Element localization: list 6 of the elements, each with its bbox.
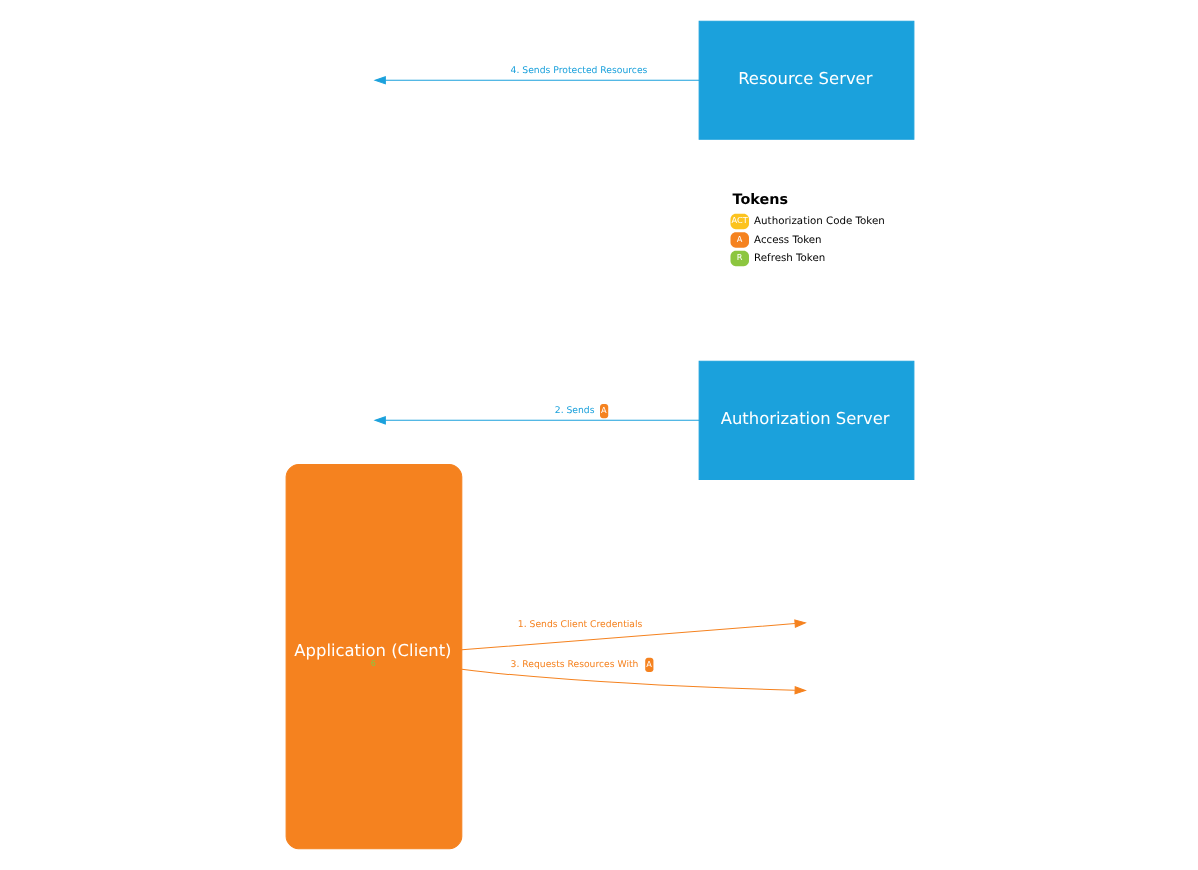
- arrow: [460, 619, 806, 651]
- node-box: Resource Server: [697, 20, 914, 140]
- arrow: [372, 416, 699, 425]
- arrow: [372, 75, 699, 85]
- arrow: [460, 668, 806, 695]
- node-box: Authorization Server: [697, 360, 914, 480]
